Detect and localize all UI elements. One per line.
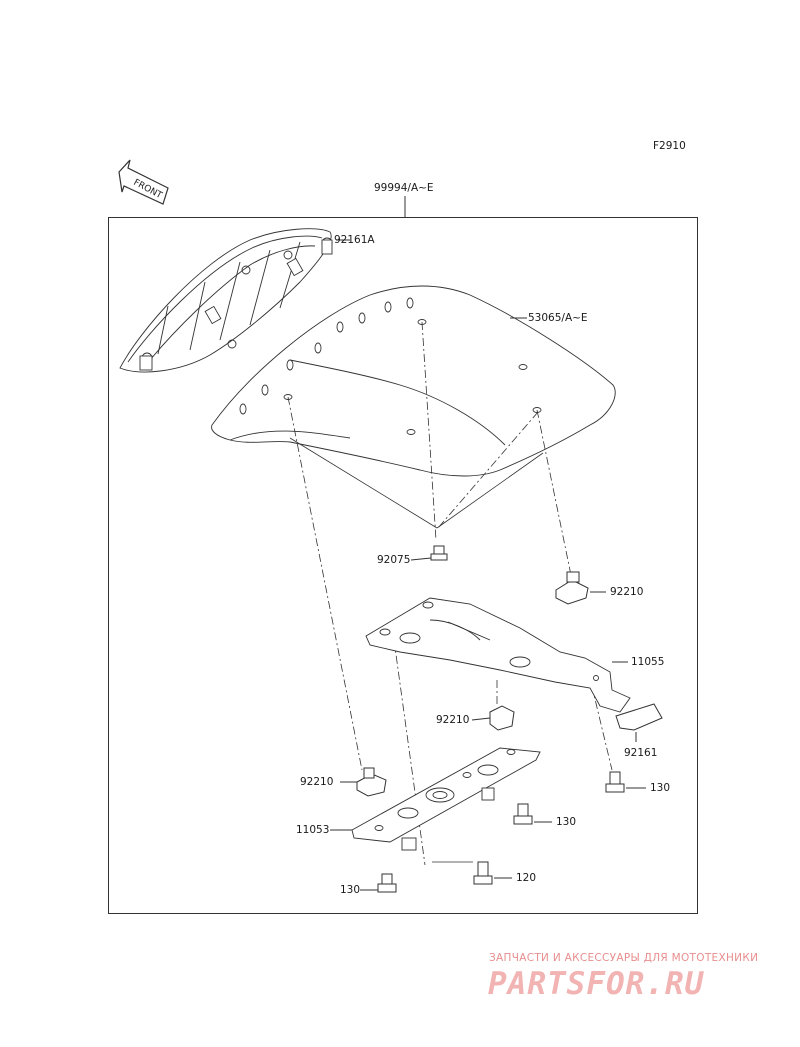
label-rubber[interactable]: 92161 bbox=[624, 747, 658, 759]
nut-left-part bbox=[356, 767, 387, 797]
label-kit[interactable]: 99994/A~E bbox=[374, 182, 434, 194]
bolt-right-part bbox=[605, 771, 625, 793]
label-nut-upper[interactable]: 92210 bbox=[610, 586, 644, 598]
nut-mid-part bbox=[489, 705, 515, 731]
long-bracket-part bbox=[365, 597, 631, 713]
leader-92210-mid bbox=[471, 717, 491, 721]
nut-upper-part bbox=[555, 571, 589, 605]
diagram-code: F2910 bbox=[653, 140, 686, 152]
label-bolt-mid[interactable]: 130 bbox=[556, 816, 577, 828]
bolt-left-part bbox=[377, 873, 397, 893]
rubber-part bbox=[615, 703, 663, 731]
seat-cover-part bbox=[211, 285, 616, 477]
label-collar[interactable]: 92075 bbox=[377, 554, 411, 566]
bolt-mid-part bbox=[513, 803, 533, 825]
collar-part bbox=[430, 545, 448, 561]
short-bracket-part bbox=[351, 747, 541, 851]
diagram-frame bbox=[108, 217, 698, 914]
watermark-brand: PARTSFOR.RU bbox=[488, 966, 705, 1002]
assembly-lines-solid bbox=[289, 437, 544, 863]
front-arrow-icon: FRONT bbox=[118, 159, 169, 205]
watermark-tagline: ЗАПЧАСТИ И АКСЕССУАРЫ ДЛЯ МОТОТЕХНИКИ bbox=[489, 952, 759, 964]
label-bolt-right[interactable]: 130 bbox=[650, 782, 671, 794]
label-nut-mid[interactable]: 92210 bbox=[436, 714, 470, 726]
cap-bracket-part bbox=[119, 228, 333, 373]
label-bolt-120[interactable]: 120 bbox=[516, 872, 537, 884]
label-short-bracket[interactable]: 11053 bbox=[296, 824, 330, 836]
label-cap-bracket[interactable]: 92161A bbox=[334, 234, 375, 246]
label-nut-left[interactable]: 92210 bbox=[300, 776, 334, 788]
label-long-bracket[interactable]: 11055 bbox=[631, 656, 665, 668]
label-bolt-left[interactable]: 130 bbox=[340, 884, 361, 896]
bolt-120-part bbox=[473, 861, 493, 885]
leader-92075 bbox=[410, 557, 432, 561]
label-seat-cover[interactable]: 53065/A~E bbox=[528, 312, 588, 324]
